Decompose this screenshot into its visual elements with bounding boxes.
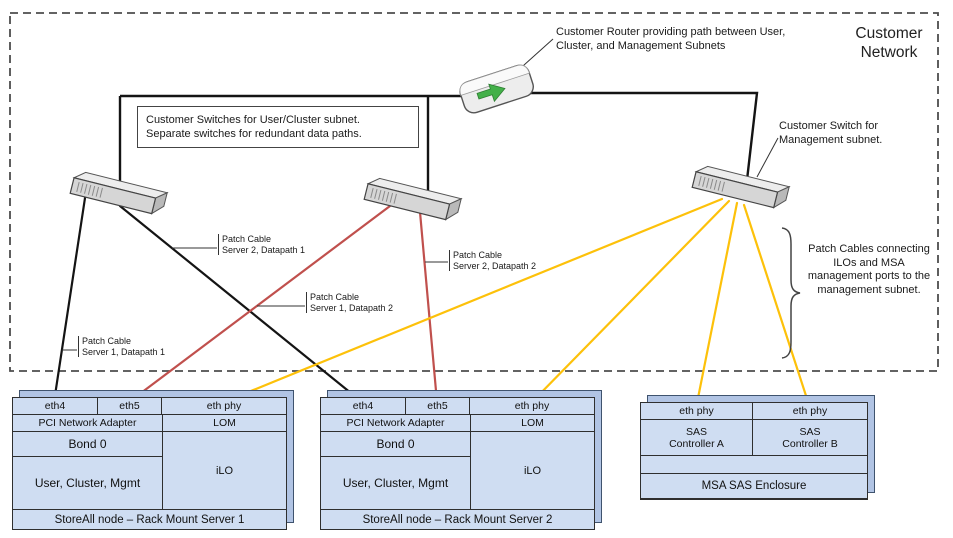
lom-label: LOM: [213, 417, 236, 429]
cable-label-server1-datapath1: Patch Cable Server 1, Datapath 1: [78, 336, 165, 357]
annotation-line: Customer Switches for User/Cluster subne…: [146, 114, 360, 126]
bond0-members-label: User, Cluster, Mgmt: [34, 476, 141, 490]
bond0-label: Bond 0: [13, 432, 162, 457]
cable-label-line: Server 1, Datapath 1: [82, 346, 166, 357]
cable-server2-datapath2: [418, 210, 439, 404]
server-1-ports-row: eth4 eth5 eth phy: [13, 398, 286, 415]
pci-network-adapter-label: PCI Network Adapter: [13, 415, 163, 431]
cable-mgmt-server2-ilo: [530, 199, 731, 404]
server-1-node: eth4 eth5 eth phy PCI Network Adapter LO…: [12, 390, 294, 530]
msa-title: MSA SAS Enclosure: [641, 473, 867, 499]
port-eth5: eth5: [98, 398, 162, 414]
cable-label-line: Server 2, Datapath 2: [453, 260, 537, 271]
patch-cables: [52, 196, 812, 410]
switch-icon-management: [691, 165, 791, 209]
cable-label-line: Patch Cable: [82, 336, 132, 346]
server-2-node: eth4 eth5 eth phy PCI Network Adapter LO…: [320, 390, 602, 530]
ilo-label: iLO: [523, 464, 542, 477]
cable-label-server2-datapath2: Patch Cable Server 2, Datapath 2: [449, 250, 536, 271]
controller-label-line: SAS: [799, 425, 821, 438]
cable-label-line: Server 2, Datapath 1: [222, 244, 306, 255]
ilo-label: iLO: [215, 464, 234, 477]
switch-icon-user-cluster-1: [69, 171, 169, 215]
server-1-bond-area: Bond 0 User, Cluster, Mgmt: [13, 432, 163, 509]
bond0-members-label: User, Cluster, Mgmt: [342, 476, 449, 490]
sas-controller-a-label: SAS Controller A: [641, 420, 753, 455]
port-eth-phy: eth phy: [206, 400, 242, 412]
cable-mgmt-msa-a: [694, 201, 739, 410]
server-2-bond-area: Bond 0 User, Cluster, Mgmt: [321, 432, 471, 509]
port-eth-phy: eth phy: [514, 400, 550, 412]
controller-label-line: SAS: [685, 425, 707, 438]
msa-controllers-row: SAS Controller A SAS Controller B: [641, 420, 867, 456]
cable-server1-datapath1: [52, 196, 87, 404]
cable-label-line: Patch Cable: [310, 292, 360, 302]
msa-enclosure-node: eth phy eth phy SAS Controller A SAS Con…: [640, 395, 875, 500]
cable-mgmt-server1-ilo: [222, 197, 724, 404]
sas-controller-b-label: SAS Controller B: [753, 420, 867, 455]
port-eth-phy-a: eth phy: [641, 403, 753, 419]
customer-network-title: Customer Network: [855, 25, 923, 61]
server-2-adapter-row: PCI Network Adapter LOM: [321, 415, 594, 432]
port-eth4: eth4: [13, 398, 98, 414]
port-eth4: eth4: [321, 398, 406, 414]
cable-mgmt-msa-b: [742, 203, 812, 410]
controller-label-line: Controller B: [782, 437, 838, 450]
port-eth-phy-b: eth phy: [792, 405, 828, 417]
cable-label-server2-datapath1: Patch Cable Server 2, Datapath 1: [218, 234, 305, 255]
pci-network-adapter-label: PCI Network Adapter: [321, 415, 471, 431]
cable-server2-datapath1: [118, 204, 364, 404]
user-cluster-switches-annotation: Customer Switches for User/Cluster subne…: [137, 106, 419, 148]
management-cables-annotation: Patch Cables connecting ILOs and MSA man…: [807, 243, 931, 296]
server-2-ports-row: eth4 eth5 eth phy: [321, 398, 594, 415]
cable-label-server1-datapath2: Patch Cable Server 1, Datapath 2: [306, 292, 393, 313]
cable-label-line: Server 1, Datapath 2: [310, 302, 394, 313]
server-2-title: StoreAll node – Rack Mount Server 2: [321, 509, 594, 529]
lom-label: LOM: [521, 417, 544, 429]
port-eth5: eth5: [406, 398, 470, 414]
trunk-lines: [118, 91, 759, 193]
switch-icon-user-cluster-2: [363, 177, 463, 221]
management-cables-brace: [781, 227, 801, 359]
router-icon: [459, 64, 534, 114]
server-1-adapter-row: PCI Network Adapter LOM: [13, 415, 286, 432]
server-1-title: StoreAll node – Rack Mount Server 1: [13, 509, 286, 529]
cable-label-line: Patch Cable: [453, 250, 503, 260]
customer-network-boundary: [9, 12, 939, 372]
msa-ports-row: eth phy eth phy: [641, 403, 867, 420]
bond0-label: Bond 0: [321, 432, 470, 457]
annotation-line: Separate switches for redundant data pat…: [146, 128, 362, 140]
router-annotation: Customer Router providing path between U…: [556, 26, 786, 52]
controller-label-line: Controller A: [669, 437, 724, 450]
management-switch-annotation: Customer Switch for Management subnet.: [779, 120, 883, 146]
cable-label-line: Patch Cable: [222, 234, 272, 244]
cable-server1-datapath2: [127, 204, 392, 404]
